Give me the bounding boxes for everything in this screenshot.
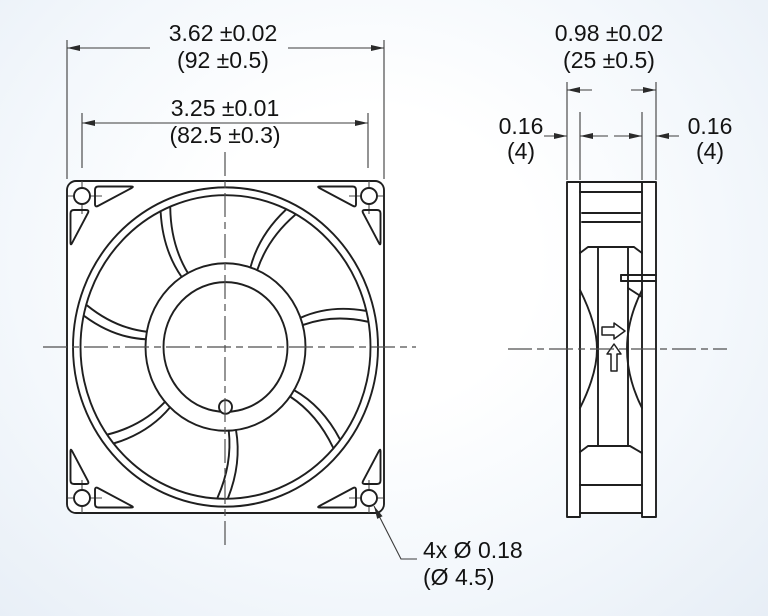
dim-flange-right-mm: (4) bbox=[696, 138, 724, 164]
dim-outer-width-mm: (92 ±0.5) bbox=[177, 47, 269, 73]
hole-callout-leader bbox=[373, 505, 417, 560]
hole-callout-line1: 4x Ø 0.18 bbox=[423, 537, 523, 563]
impeller-bottom-face bbox=[579, 445, 643, 454]
dim-outer-width-in: 3.62 ±0.02 bbox=[169, 20, 278, 46]
hole-callout-line2: (Ø 4.5) bbox=[423, 564, 495, 590]
lead-wire-notch bbox=[620, 274, 657, 298]
dim-flange-left-mm: (4) bbox=[507, 138, 535, 164]
fan-front-view bbox=[43, 152, 416, 549]
venturi-waist-right bbox=[626, 289, 643, 409]
fan-side-view bbox=[508, 181, 727, 518]
impeller-top-face bbox=[579, 246, 643, 254]
dim-flange-left-in: 0.16 bbox=[499, 113, 544, 139]
impeller-blade-slots bbox=[83, 206, 369, 499]
dim-depth-in: 0.98 ±0.02 bbox=[555, 20, 664, 46]
dim-hole-spacing-mm: (82.5 ±0.3) bbox=[169, 122, 280, 148]
dim-flange-right-in: 0.16 bbox=[688, 113, 733, 139]
dim-depth-mm: (25 ±0.5) bbox=[563, 47, 655, 73]
dimensions: 3.62 ±0.02 (92 ±0.5) 3.25 ±0.01 (82.5 ±0… bbox=[66, 20, 733, 590]
dim-hole-spacing-in: 3.25 ±0.01 bbox=[171, 95, 280, 121]
airflow-arrow-icon bbox=[601, 322, 626, 340]
rotation-arrow-icon bbox=[606, 343, 622, 372]
